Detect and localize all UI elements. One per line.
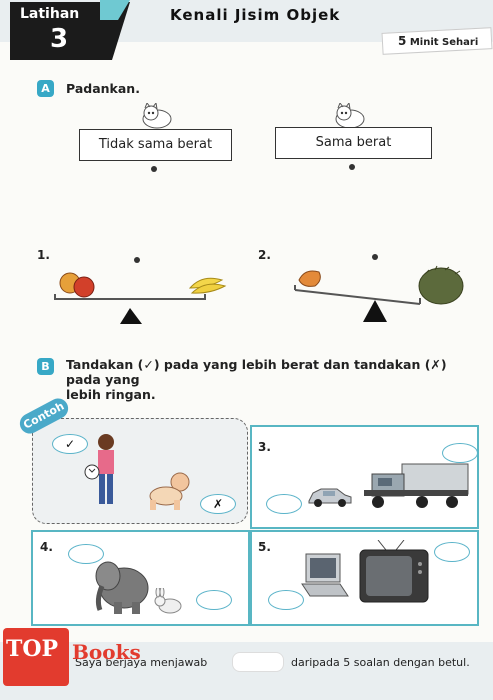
section-b-badge: B bbox=[37, 358, 54, 375]
answer-oval[interactable] bbox=[196, 590, 232, 610]
label-box-sama-berat[interactable]: Sama berat bbox=[275, 127, 432, 159]
watermark-top: TOP bbox=[6, 636, 59, 662]
baby-image bbox=[149, 472, 190, 510]
answer-oval[interactable] bbox=[434, 542, 470, 562]
balance-scale-level bbox=[54, 272, 227, 324]
answer-oval: ✗ bbox=[200, 494, 236, 514]
laptop-image bbox=[301, 553, 349, 597]
latihan-label: Latihan bbox=[20, 6, 80, 22]
answer-oval[interactable] bbox=[442, 443, 478, 463]
answer-oval[interactable] bbox=[68, 544, 104, 564]
item-number: 1. bbox=[37, 248, 50, 262]
item-number: 3. bbox=[258, 440, 271, 454]
match-dot[interactable] bbox=[349, 164, 355, 170]
page-title: Kenali Jisim Objek bbox=[170, 6, 341, 24]
section-a-badge: A bbox=[37, 80, 54, 97]
match-dot[interactable] bbox=[372, 254, 378, 260]
rabbit-image bbox=[154, 588, 182, 614]
answer-oval[interactable] bbox=[266, 494, 302, 514]
car-image bbox=[308, 488, 352, 507]
footer-text-after: daripada 5 soalan dengan betul. bbox=[291, 656, 470, 669]
latihan-number: 3 bbox=[50, 24, 69, 54]
match-dot[interactable] bbox=[151, 166, 157, 172]
cat-icon bbox=[335, 103, 365, 129]
answer-oval: ✓ bbox=[52, 434, 88, 454]
balance-scale-tilted bbox=[294, 265, 464, 322]
match-dot[interactable] bbox=[134, 257, 140, 263]
elephant-image bbox=[95, 561, 149, 614]
item-number: 2. bbox=[258, 248, 271, 262]
watermark-books: Books bbox=[72, 640, 141, 664]
answer-oval[interactable] bbox=[268, 590, 304, 610]
item-number: 4. bbox=[40, 540, 53, 554]
watermark-logo bbox=[3, 628, 69, 686]
label-box-tidak-sama-berat[interactable]: Tidak sama berat bbox=[79, 129, 232, 161]
item-number: 5. bbox=[258, 540, 271, 554]
score-blank[interactable] bbox=[232, 652, 284, 672]
child-image bbox=[84, 434, 114, 504]
cat-icon bbox=[142, 103, 172, 129]
section-a-instruction: Padankan. bbox=[66, 81, 140, 96]
section-b-instruction: Tandakan (✓) pada yang lebih berat dan t… bbox=[66, 357, 447, 402]
footer-text-before: Saya berjaya menjawab bbox=[75, 656, 208, 669]
minit-label: 5 Minit Sehari bbox=[398, 34, 479, 48]
television-image bbox=[359, 540, 429, 603]
truck-image bbox=[364, 463, 469, 508]
